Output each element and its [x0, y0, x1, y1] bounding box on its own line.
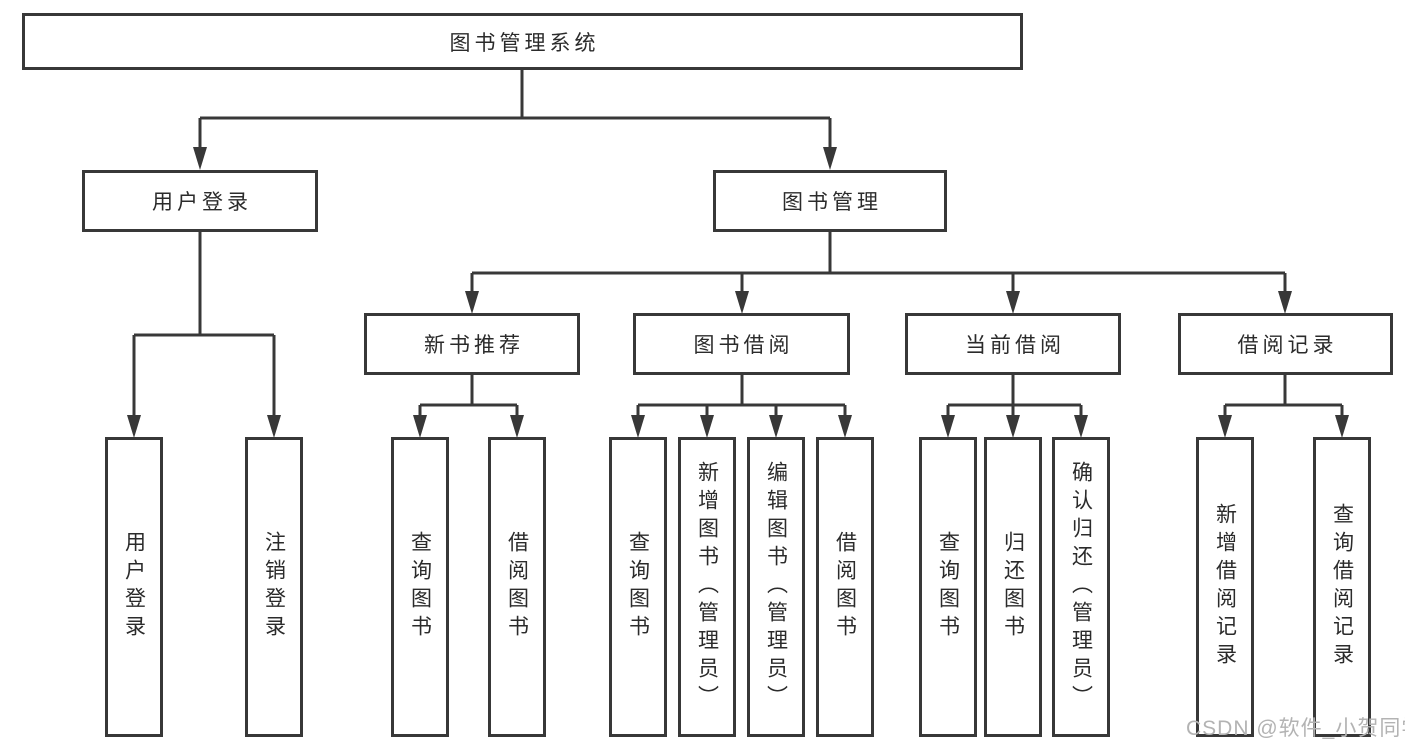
node-label: 新增借阅记录: [1213, 503, 1237, 671]
node-confirm-return-admin: 确认归还（管理员）: [1052, 437, 1110, 737]
node-query-books-recommend: 查询图书: [391, 437, 449, 737]
node-label: 注销登录: [262, 531, 286, 643]
node-query-borrow-record: 查询借阅记录: [1313, 437, 1371, 737]
node-label: 查询图书: [936, 531, 960, 643]
csdn-watermark: CSDN @软件_小贺同学: [1186, 717, 1405, 740]
node-book-borrow: 图书借阅: [633, 313, 850, 375]
node-label: 查询图书: [408, 531, 432, 643]
node-label: 用户登录: [122, 531, 146, 643]
node-label: 借阅图书: [833, 531, 857, 643]
node-label: 查询借阅记录: [1330, 503, 1354, 671]
node-add-borrow-record: 新增借阅记录: [1196, 437, 1254, 737]
node-add-books-admin: 新增图书（管理员）: [678, 437, 736, 737]
node-user-login: 用户登录: [82, 170, 318, 232]
arrowhead-icons: [127, 147, 1349, 438]
node-borrow-books-recommend: 借阅图书: [488, 437, 546, 737]
node-query-books-borrow: 查询图书: [609, 437, 667, 737]
node-logout-action: 注销登录: [245, 437, 303, 737]
node-label: 编辑图书（管理员）: [764, 461, 788, 713]
node-borrow-books-action: 借阅图书: [816, 437, 874, 737]
node-label: 查询图书: [626, 531, 650, 643]
node-label: 归还图书: [1001, 531, 1025, 643]
node-return-books: 归还图书: [984, 437, 1042, 737]
node-borrow-records: 借阅记录: [1178, 313, 1393, 375]
node-label: 借阅图书: [505, 531, 529, 643]
node-edit-books-admin: 编辑图书（管理员）: [747, 437, 805, 737]
node-library-management-system: 图书管理系统: [22, 13, 1023, 70]
node-book-management: 图书管理: [713, 170, 947, 232]
node-label: 新增图书（管理员）: [695, 461, 719, 713]
node-current-borrow: 当前借阅: [905, 313, 1121, 375]
node-query-books-current: 查询图书: [919, 437, 977, 737]
node-user-login-action: 用户登录: [105, 437, 163, 737]
node-new-book-recommend: 新书推荐: [364, 313, 580, 375]
node-label: 确认归还（管理员）: [1069, 461, 1093, 713]
